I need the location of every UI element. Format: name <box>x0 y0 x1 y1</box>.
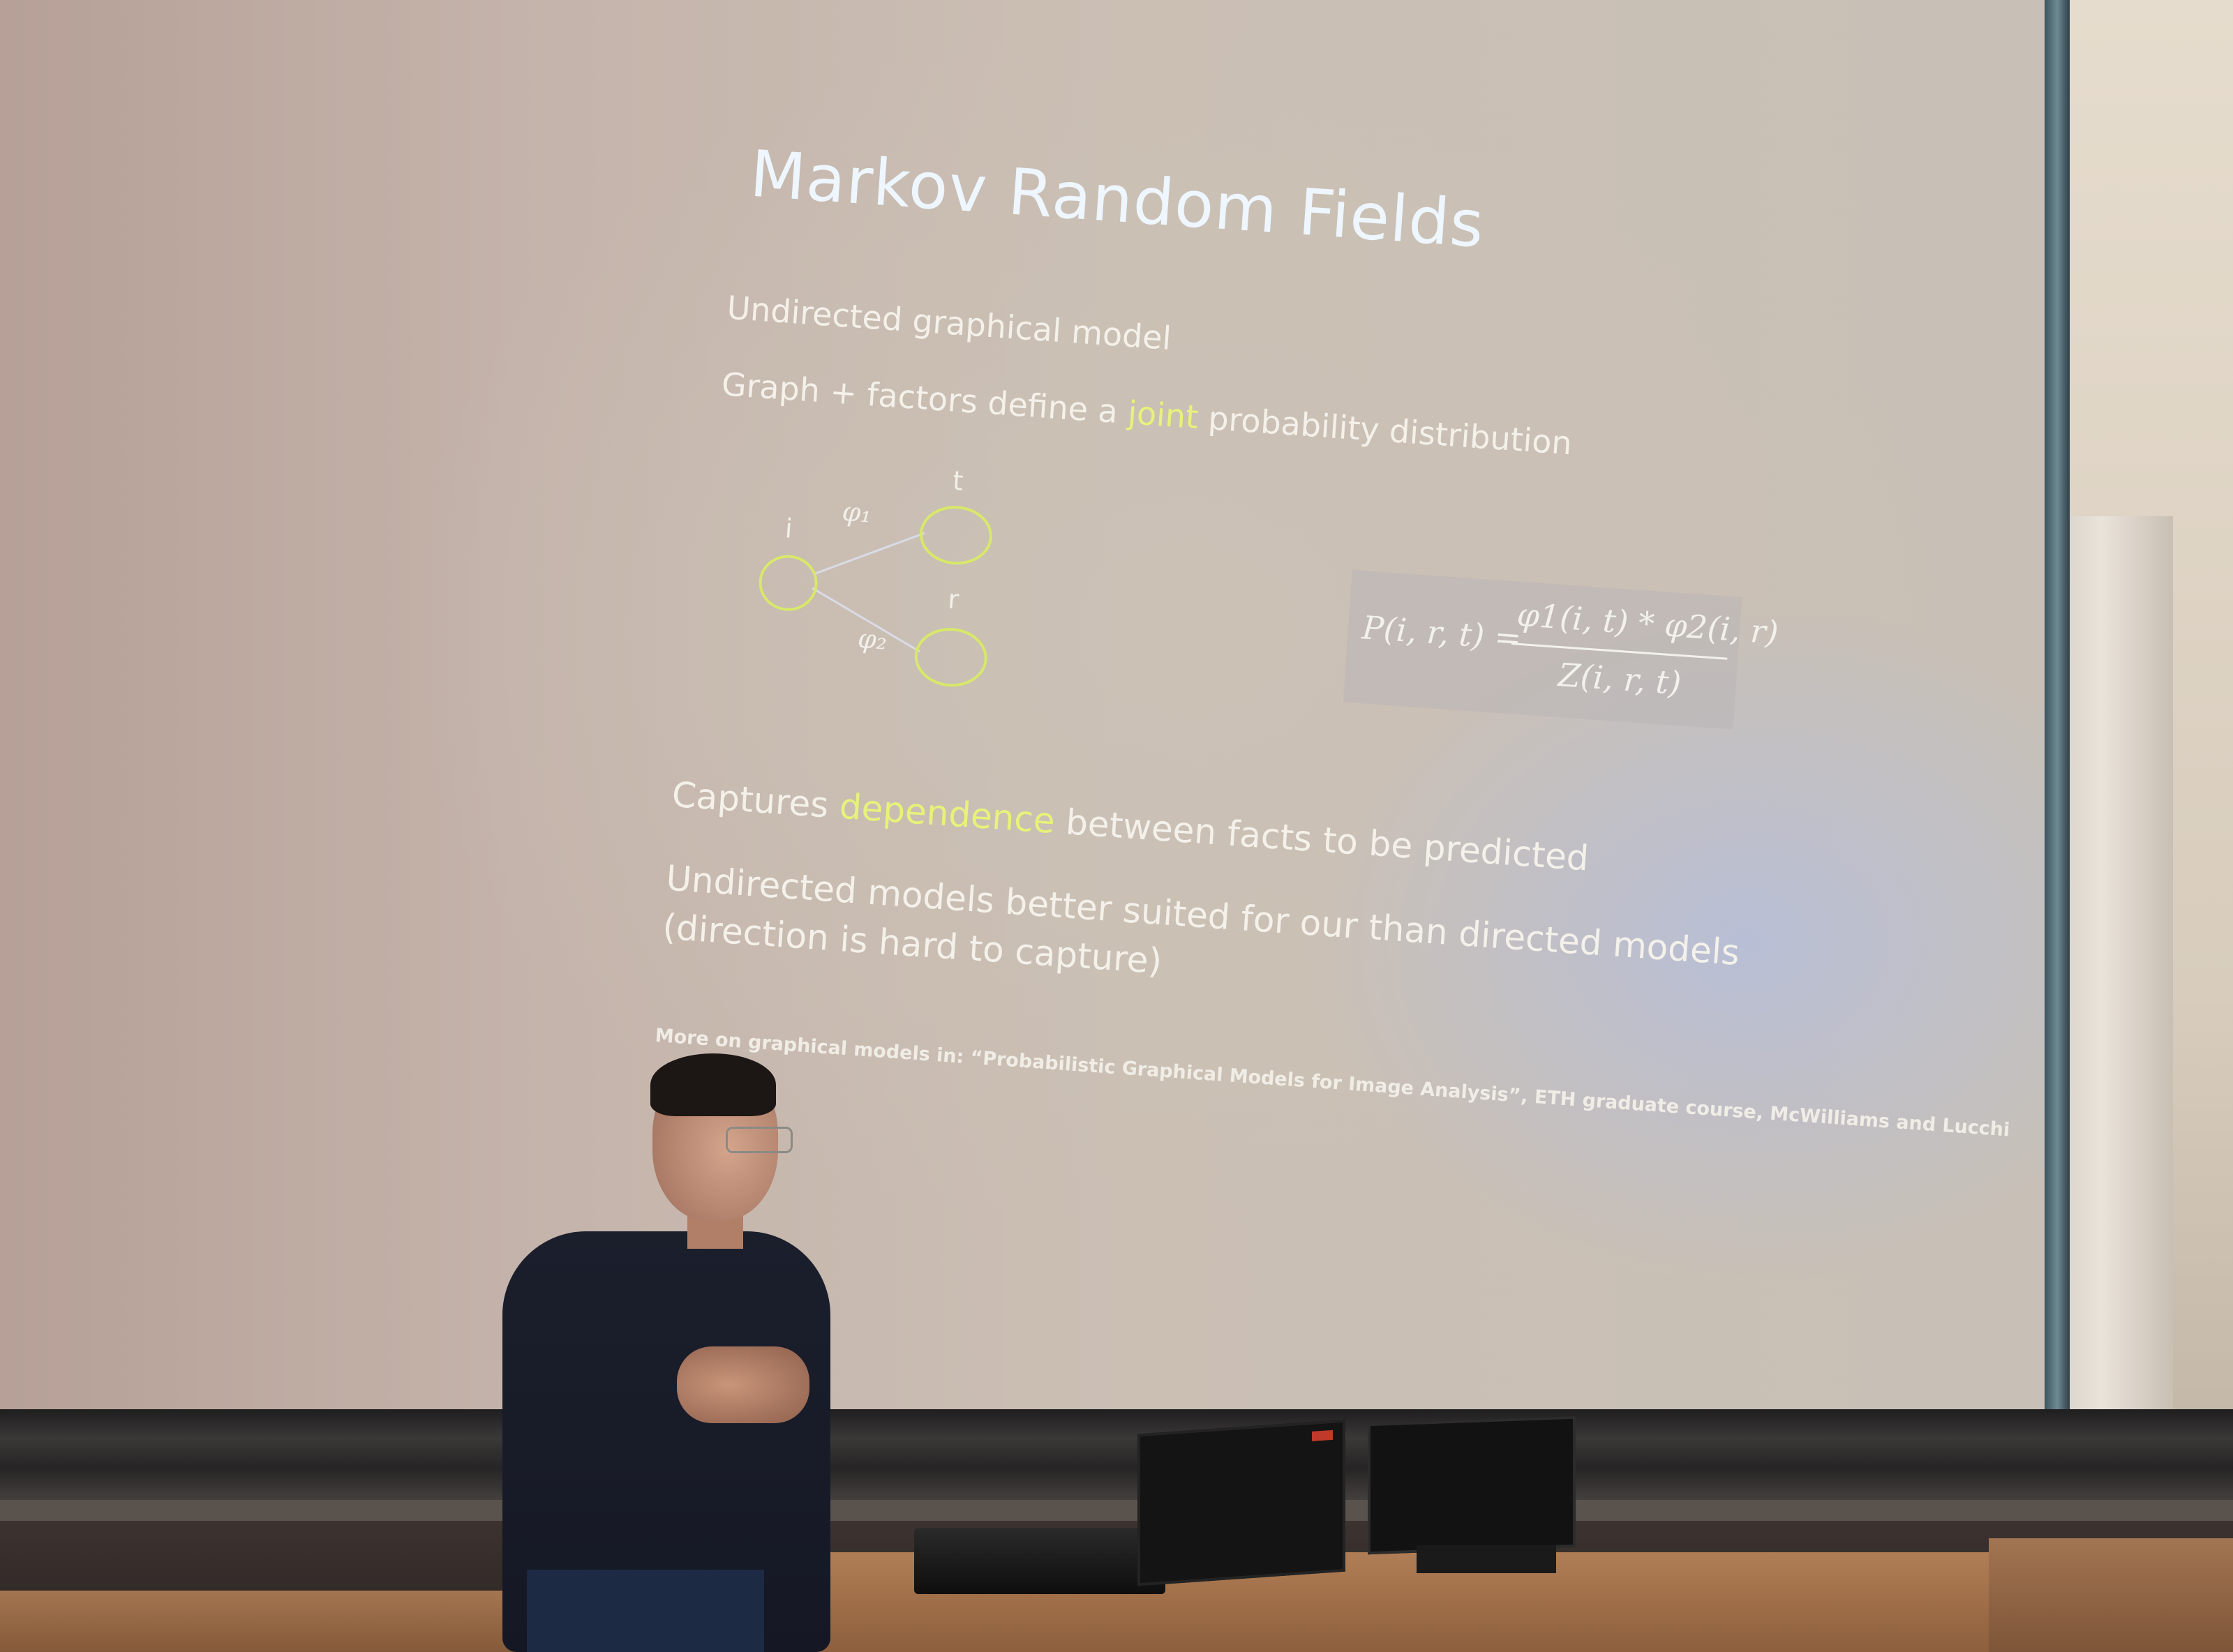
presenter-jeans <box>527 1570 764 1652</box>
bullet-undirected-graphical-model: Undirected graphical model <box>726 288 1173 357</box>
node-i <box>759 555 818 611</box>
monitor <box>1368 1416 1576 1555</box>
bullet-text: probability distribution <box>1197 398 1574 463</box>
projected-slide: Markov Random Fields Undirected graphica… <box>625 126 2010 1253</box>
highlight-dependence: dependence <box>838 786 1056 842</box>
rail-ledge <box>0 1500 2233 1521</box>
bullet-captures-dependence: Captures dependence between facts to be … <box>671 774 1590 879</box>
desk-right <box>1989 1538 2233 1652</box>
monitor-stand <box>1417 1545 1556 1573</box>
node-label-t: t <box>952 465 964 497</box>
edge-i-r <box>812 587 920 653</box>
presenter-hands <box>677 1346 809 1423</box>
laptop-screen <box>1137 1419 1345 1586</box>
node-r <box>914 628 987 687</box>
footnote-text: ”, ETH graduate course, McWilliams and L… <box>1507 1084 2011 1141</box>
node-label-i: i <box>784 513 794 544</box>
presenter-hair <box>650 1053 776 1116</box>
bullet-text: Graph + factors define a <box>720 365 1130 431</box>
wall-panel <box>2052 516 2173 1423</box>
highlight-joint: joint <box>1126 393 1200 436</box>
laptop-logo <box>1312 1429 1333 1441</box>
projection-screen: Markov Random Fields Undirected graphica… <box>0 0 2045 1416</box>
mrf-graph-diagram: i t r φ₁ φ₂ <box>759 465 992 687</box>
glasses <box>726 1127 793 1153</box>
chalkboard-rail <box>0 1409 2233 1507</box>
slide-footnote: More on graphical models in: “Probabilis… <box>655 1025 2010 1141</box>
desk-left <box>0 1591 516 1652</box>
edge-i-t <box>813 532 925 576</box>
slide-title: Markov Random Fields <box>747 136 1487 262</box>
bullet-joint-distribution: Graph + factors define a joint probabili… <box>720 365 1573 462</box>
formula-background <box>1343 569 1742 730</box>
laptop-base <box>914 1528 1165 1594</box>
footnote-course-title: Probabilistic Graphical Models for Image… <box>982 1047 1509 1106</box>
bullet-text: Captures <box>671 774 842 827</box>
node-label-r: r <box>947 584 960 615</box>
node-t <box>919 506 992 565</box>
screen-frame <box>2045 0 2070 1430</box>
edge-label-phi1: φ₁ <box>841 496 872 529</box>
edge-label-phi2: φ₂ <box>857 623 888 656</box>
presenter <box>488 1053 851 1652</box>
bullet-text: between facts to be predicted <box>1053 801 1590 879</box>
